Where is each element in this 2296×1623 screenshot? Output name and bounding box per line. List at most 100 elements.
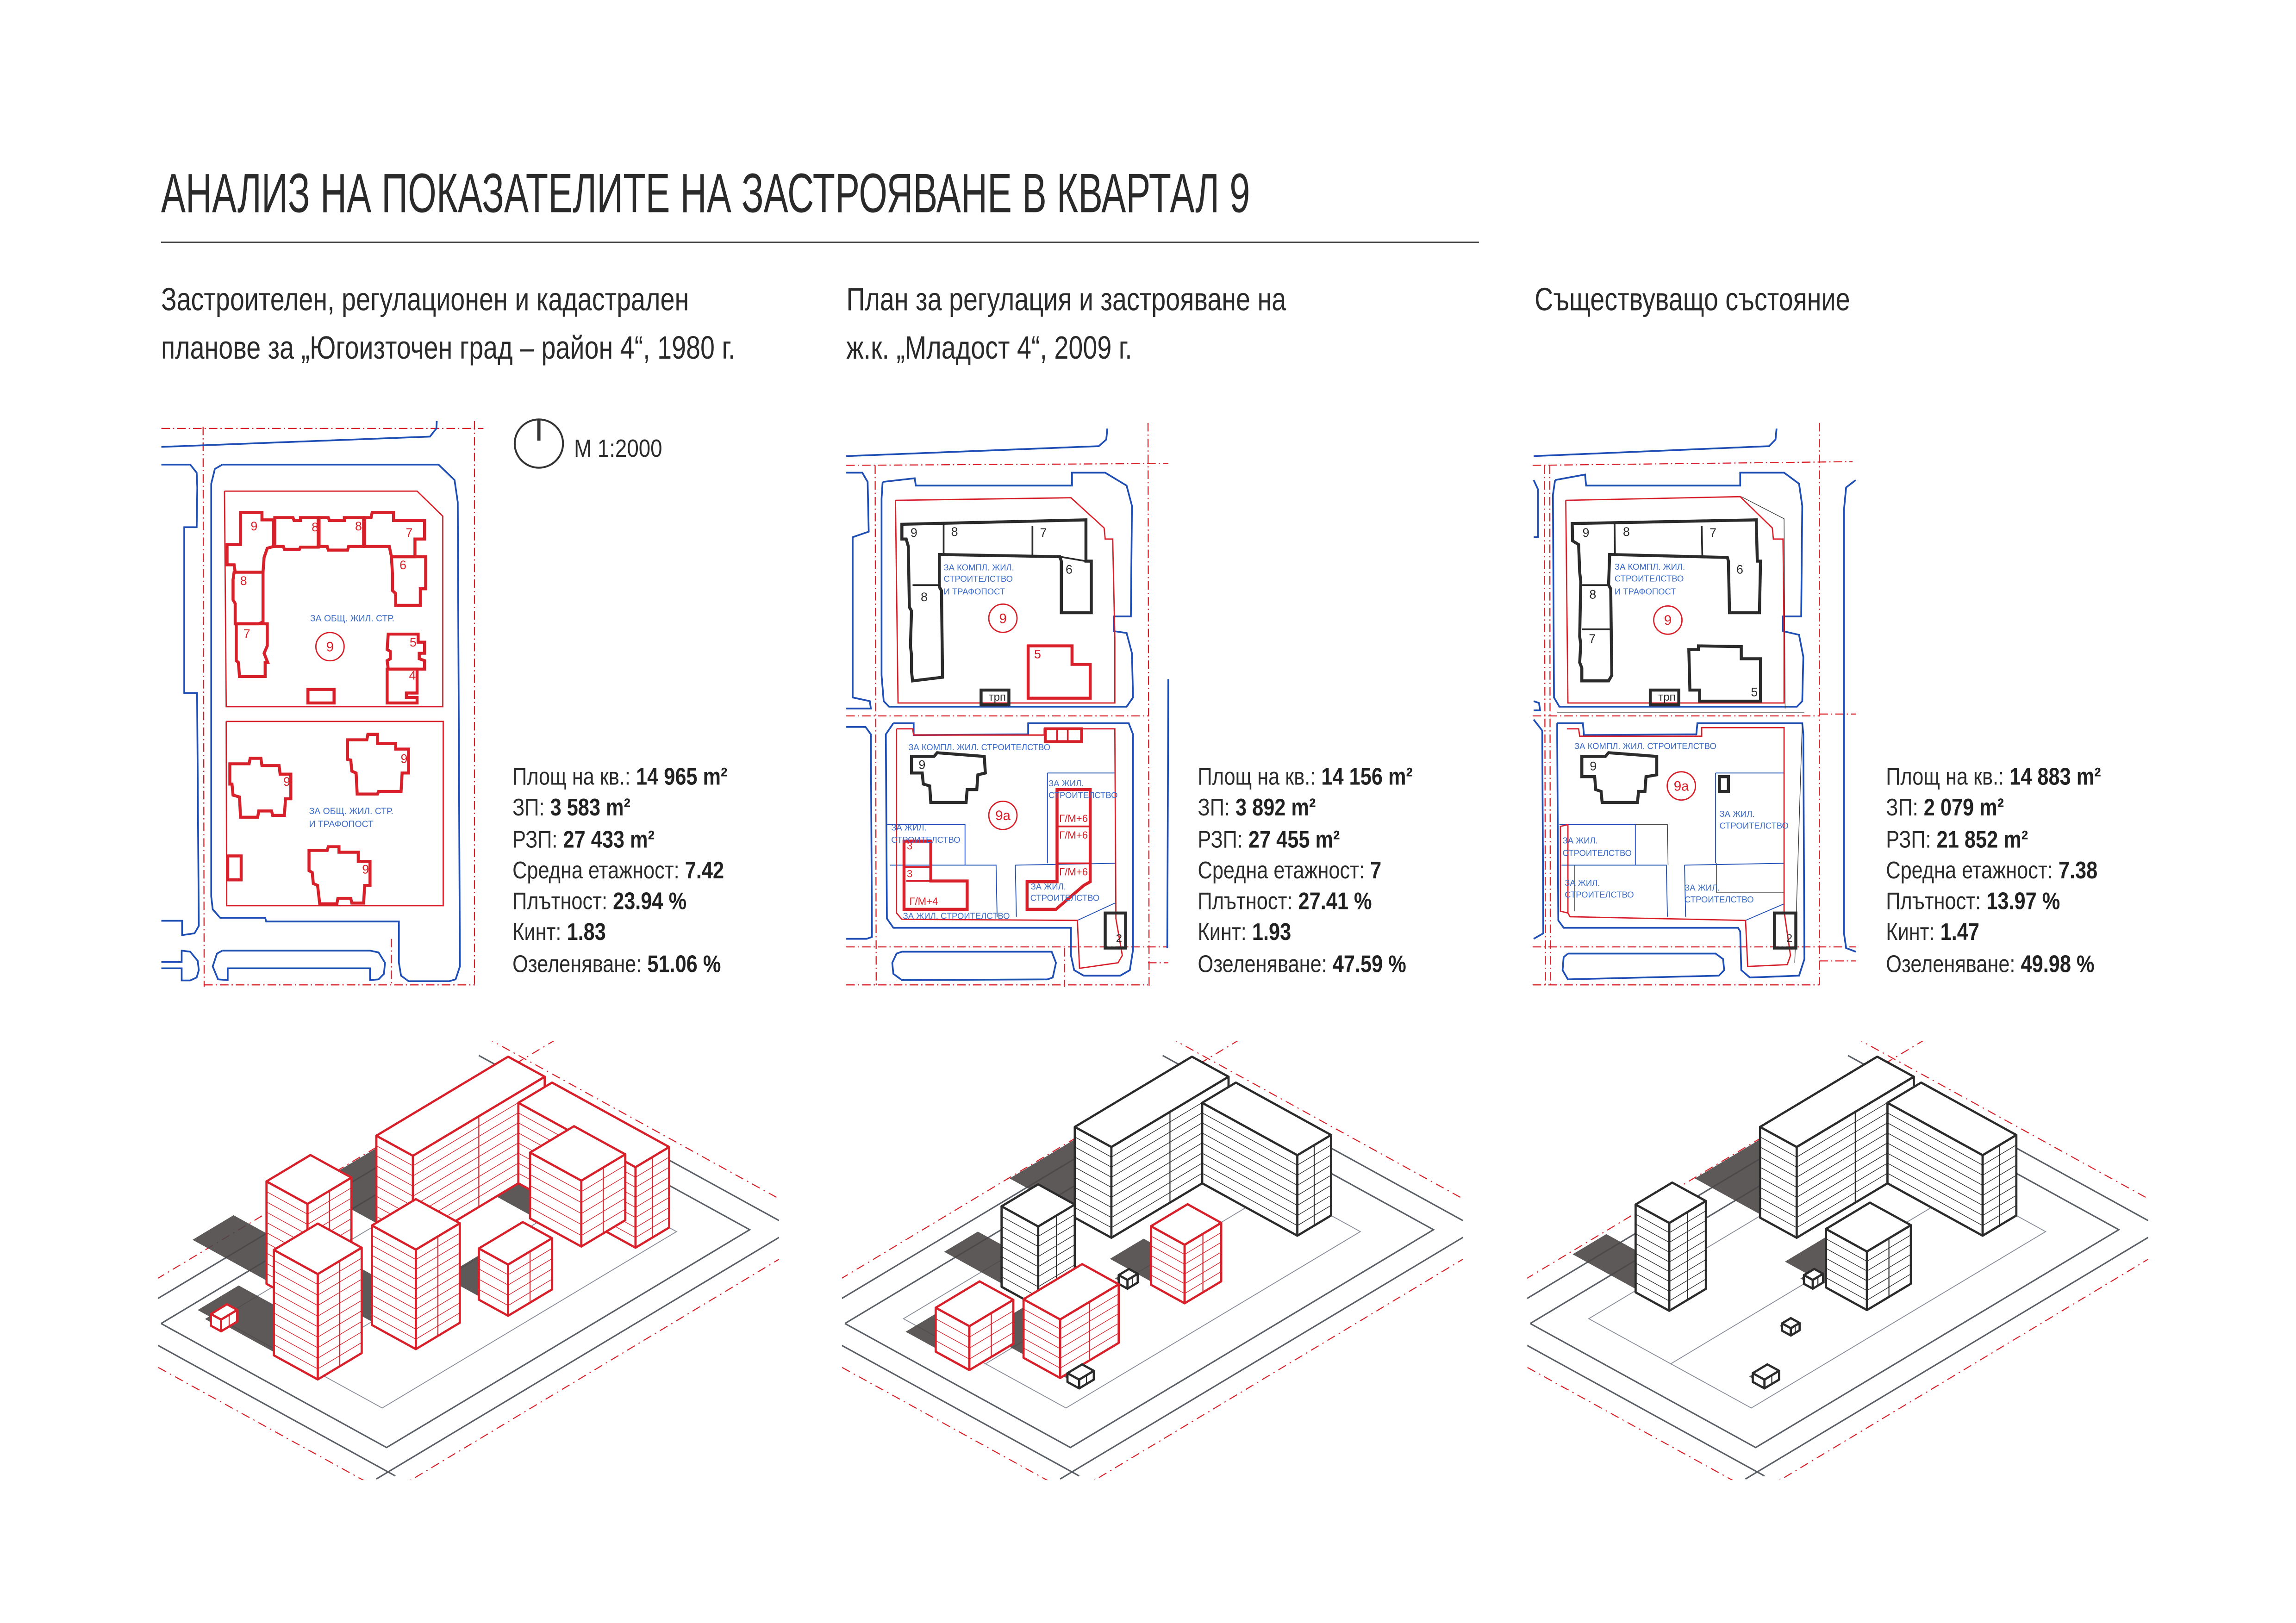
stat-label: РЗП: xyxy=(512,826,558,853)
floor-line xyxy=(371,1253,460,1280)
floor-line xyxy=(1151,1232,1222,1255)
floor-line xyxy=(1635,1249,1707,1272)
stat-row: Площ на кв.: 14 156 m² xyxy=(1198,763,1457,794)
existing-building-outline xyxy=(1773,911,1798,949)
floor-line xyxy=(371,1302,460,1330)
zone-boundary-line xyxy=(1560,823,1636,864)
building-roof xyxy=(370,1198,461,1251)
regulation-line xyxy=(1779,1258,2149,1480)
floor-line xyxy=(273,1289,362,1317)
building-roof xyxy=(1825,1201,1913,1253)
stat-row-content: Кинт: 1.93 xyxy=(1198,919,1292,950)
road-curb xyxy=(1060,1237,1464,1480)
floor-line xyxy=(371,1233,460,1260)
map-label: 7 xyxy=(1041,525,1048,539)
map-label: 9 xyxy=(911,525,918,539)
stat-row-content: Площ на кв.: 14 883 m² xyxy=(1886,763,2101,794)
floor-line xyxy=(1887,1143,2017,1196)
street-curb-line xyxy=(1562,952,1726,980)
map-label: СТРОИТЕЛСТВО xyxy=(1049,790,1118,799)
floor-line xyxy=(1002,1234,1076,1257)
regulation-line xyxy=(490,1041,779,1200)
building-roof xyxy=(1781,1317,1801,1330)
street-curb-line xyxy=(1533,718,1545,939)
building-roof xyxy=(477,1221,553,1266)
red-regulation-line xyxy=(847,462,1169,466)
building-divider xyxy=(1614,523,1616,553)
map-label: Г/М+6 xyxy=(1060,828,1088,840)
street-curb-line xyxy=(847,471,873,709)
stat-row: Площ на кв.: 14 965 m² xyxy=(512,763,771,794)
floor-line xyxy=(1826,1274,1912,1301)
floor-line xyxy=(936,1310,1014,1338)
plot-number-circle xyxy=(314,631,344,661)
stat-row: РЗП: 27 433 m² xyxy=(512,825,771,856)
stat-row-content: ЗП: 2 079 m² xyxy=(1886,794,2004,825)
plot-boundary xyxy=(1560,726,1791,967)
floor-line xyxy=(273,1268,362,1296)
stat-label: ЗП: xyxy=(1886,795,1918,822)
road-curb xyxy=(157,1344,395,1477)
map-label: ЗА КОМПЛ. ЖИЛ. СТРОИТЕЛСТВО xyxy=(1575,740,1717,750)
map-label: 6 xyxy=(1737,562,1744,576)
floor-line xyxy=(1002,1214,1076,1237)
stat-row: Озеленяване: 49.98 % xyxy=(1886,950,2145,981)
cadastral-line xyxy=(1741,495,1786,708)
street-curb-line xyxy=(1167,678,1170,947)
floor-line xyxy=(1635,1259,1707,1282)
map-label: 4 xyxy=(408,668,415,682)
floor-line xyxy=(1202,1143,1332,1196)
building-block xyxy=(1759,1055,1915,1239)
stat-row-content: РЗП: 27 455 m² xyxy=(1198,825,1340,856)
map-label: ЗА ЖИЛ. xyxy=(1049,777,1084,787)
floor-line xyxy=(1887,1173,2017,1226)
stat-label: РЗП: xyxy=(1198,826,1243,853)
stat-row: Плътност: 27.41 % xyxy=(1198,888,1457,919)
map-label: ЗА ЖИЛ. СТРОИТЕЛСТВО xyxy=(904,910,1011,920)
map-label: СТРОИТЕЛСТВО xyxy=(1615,573,1684,583)
map-label: ЗА КОМПЛ. ЖИЛ. xyxy=(944,562,1015,572)
stat-row-content: Озеленяване: 51.06 % xyxy=(512,950,721,981)
map-label: 8 xyxy=(1623,524,1630,538)
map-label: И ТРАФОПОСТ xyxy=(1615,586,1677,596)
floor-line xyxy=(1635,1239,1707,1262)
building-roof xyxy=(1886,1081,2018,1157)
stat-label: Средна етажност: xyxy=(1886,858,2053,884)
street-curb-line xyxy=(160,949,199,981)
axonometric-1980 xyxy=(157,1041,779,1480)
cadastral-line xyxy=(1716,862,1784,893)
floor-line xyxy=(478,1279,552,1306)
street-curb-line xyxy=(209,463,460,982)
building-roof xyxy=(1074,1055,1230,1148)
stat-value: 27.41 % xyxy=(1298,889,1372,915)
floor-line xyxy=(371,1273,460,1300)
zone-boundary-line xyxy=(886,823,966,864)
floor-line xyxy=(265,1198,351,1225)
stat-label: Кинт: xyxy=(1886,920,1935,947)
floor-line xyxy=(1202,1132,1332,1186)
zone-boundary-line xyxy=(1078,902,1116,920)
plot-number-circle xyxy=(1666,770,1697,800)
map-label: ЗА КОМПЛ. ЖИЛ. СТРОИТЕЛСТВО xyxy=(909,741,1051,751)
existing-building-outline xyxy=(1571,517,1763,682)
stat-row-content: Плътност: 23.94 % xyxy=(512,888,686,919)
floor-line xyxy=(1760,1096,1915,1168)
floor-line xyxy=(273,1331,362,1359)
floor-line xyxy=(1826,1244,1912,1272)
stat-label: Площ на кв.: xyxy=(1198,764,1316,791)
building-roof xyxy=(1752,1363,1781,1381)
floor-line xyxy=(1002,1244,1076,1267)
floor-line xyxy=(529,1185,625,1214)
stat-value: 3 583 m² xyxy=(550,795,630,822)
map-label: ЗА ЖИЛ. xyxy=(1563,835,1598,845)
plot-number-circle xyxy=(988,800,1018,830)
plot-number-circle xyxy=(1653,604,1683,634)
stat-label: Плътност: xyxy=(512,889,608,915)
floor-line xyxy=(1887,1132,2017,1186)
map-label: 9а xyxy=(996,808,1011,823)
axonometric-existing xyxy=(1527,1041,2149,1480)
floor-line xyxy=(1075,1117,1229,1188)
proposed-building-outline xyxy=(227,756,292,818)
stat-value: 51.06 % xyxy=(647,951,721,978)
